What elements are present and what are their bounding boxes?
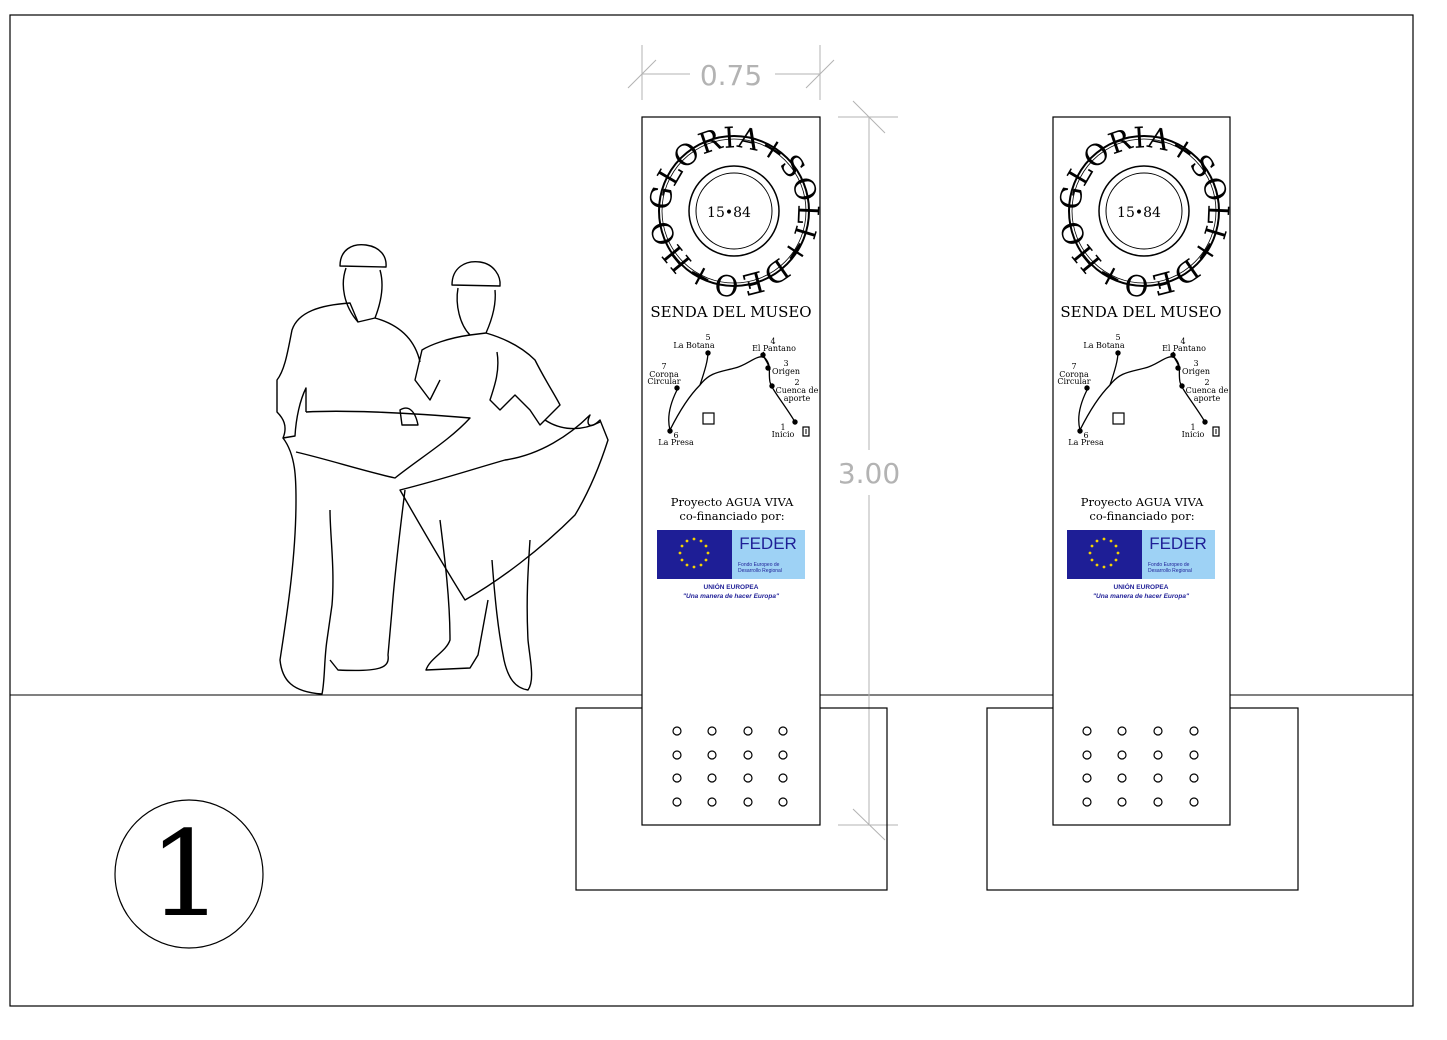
feder-union: UNIÓN EUROPEA — [704, 582, 759, 591]
stop-1-name: Inicio — [1182, 430, 1205, 439]
seal-emblem — [1068, 135, 1220, 287]
stop-7-num: 7 — [661, 362, 666, 371]
feder-subtitle-2: Desarrollo Regional — [1148, 568, 1192, 574]
route-map: 5 La Botana 4 El Pantano 3 Origen 2 Cuen… — [647, 333, 818, 447]
workers-silhouette-icon — [276, 243, 609, 695]
stop-6-name: La Presa — [1068, 438, 1104, 447]
stop-3-name: Origen — [772, 367, 800, 376]
stop-6-num: 6 — [1083, 431, 1088, 440]
route-map: 5 La Botana 4 El Pantano 3 Origen 2 Cuen… — [1057, 333, 1228, 447]
feder-title: FEDER — [739, 534, 797, 553]
sign-panel-1: GLORIA+SOLI+DEO+HONOR+ET 15•84 SENDA DEL… — [0, 0, 888, 891]
feder-subtitle-1: Fondo Europeo de — [1148, 562, 1190, 568]
feder-logo: FEDER Fondo Europeo de Desarrollo Region… — [1067, 530, 1215, 600]
width-dimension-label: 0.75 — [700, 59, 762, 92]
project-line-1: Proyecto AGUA VIVA — [1081, 495, 1204, 509]
stop-5-num: 5 — [1115, 333, 1120, 342]
anchor-bolts-1 — [672, 726, 788, 807]
anchor-bolts-2 — [1082, 726, 1199, 807]
width-dimension — [627, 45, 835, 100]
eu-stars-icon — [678, 537, 710, 569]
drawing-number-circle — [114, 799, 264, 949]
seal-year: 15•84 — [707, 205, 751, 221]
feder-slogan: "Una manera de hacer Europa" — [1093, 593, 1190, 600]
stop-7-name-1: Corona — [1059, 370, 1089, 379]
panel-title: SENDA DEL MUSEO — [1060, 303, 1221, 321]
stop-1-num: 1 — [1190, 423, 1195, 432]
stop-4-num: 4 — [770, 337, 775, 346]
stop-6-name: La Presa — [658, 438, 694, 447]
stop-7-name-2: Circular — [1057, 377, 1090, 386]
stop-3-name: Origen — [1182, 367, 1210, 376]
project-line-1: Proyecto AGUA VIVA — [671, 495, 794, 509]
feder-logo: FEDER Fondo Europeo de Desarrollo Region… — [657, 530, 805, 600]
stop-4-num: 4 — [1180, 337, 1185, 346]
stop-7-num: 7 — [1071, 362, 1076, 371]
stop-1-num: 1 — [780, 423, 785, 432]
stop-5-name: La Botana — [1083, 341, 1124, 350]
stop-5-name: La Botana — [673, 341, 714, 350]
stop-5-num: 5 — [705, 333, 710, 342]
stop-7-name-2: Circular — [647, 377, 680, 386]
sign-panel-2: GLORIA+SOLI+DEO+HONOR+ET 15•84 SENDA DEL… — [397, 0, 1299, 891]
eu-stars-icon — [1088, 537, 1120, 569]
project-line-2: co-financiado por: — [1089, 509, 1194, 523]
height-dimension-label: 3.00 — [838, 457, 900, 490]
feder-union: UNIÓN EUROPEA — [1114, 582, 1169, 591]
stop-2-name-1: Cuenca de — [1186, 386, 1229, 395]
feder-title: FEDER — [1149, 534, 1207, 553]
feder-slogan: "Una manera de hacer Europa" — [683, 593, 780, 600]
stop-1-name: Inicio — [772, 430, 795, 439]
stop-2-num: 2 — [794, 378, 799, 387]
stop-6-num: 6 — [673, 431, 678, 440]
stop-3-num: 3 — [783, 359, 788, 368]
stop-7-name-1: Corona — [649, 370, 679, 379]
stop-2-name-2: aporte — [1194, 394, 1221, 403]
seal-year: 15•84 — [1117, 205, 1161, 221]
seal-emblem — [658, 135, 810, 287]
stop-2-num: 2 — [1204, 378, 1209, 387]
drawing-number: 1 — [148, 805, 223, 943]
panel-title: SENDA DEL MUSEO — [650, 303, 811, 321]
stop-2-name-2: aporte — [784, 394, 811, 403]
stop-3-num: 3 — [1193, 359, 1198, 368]
stop-2-name-1: Cuenca de — [776, 386, 819, 395]
project-line-2: co-financiado por: — [679, 509, 784, 523]
feder-subtitle-1: Fondo Europeo de — [738, 562, 780, 568]
sheet-frame — [9, 14, 1414, 1007]
stop-4-name: El Pantano — [1162, 344, 1206, 353]
feder-subtitle-2: Desarrollo Regional — [738, 568, 782, 574]
height-dimension — [838, 100, 898, 841]
stop-4-name: El Pantano — [752, 344, 796, 353]
